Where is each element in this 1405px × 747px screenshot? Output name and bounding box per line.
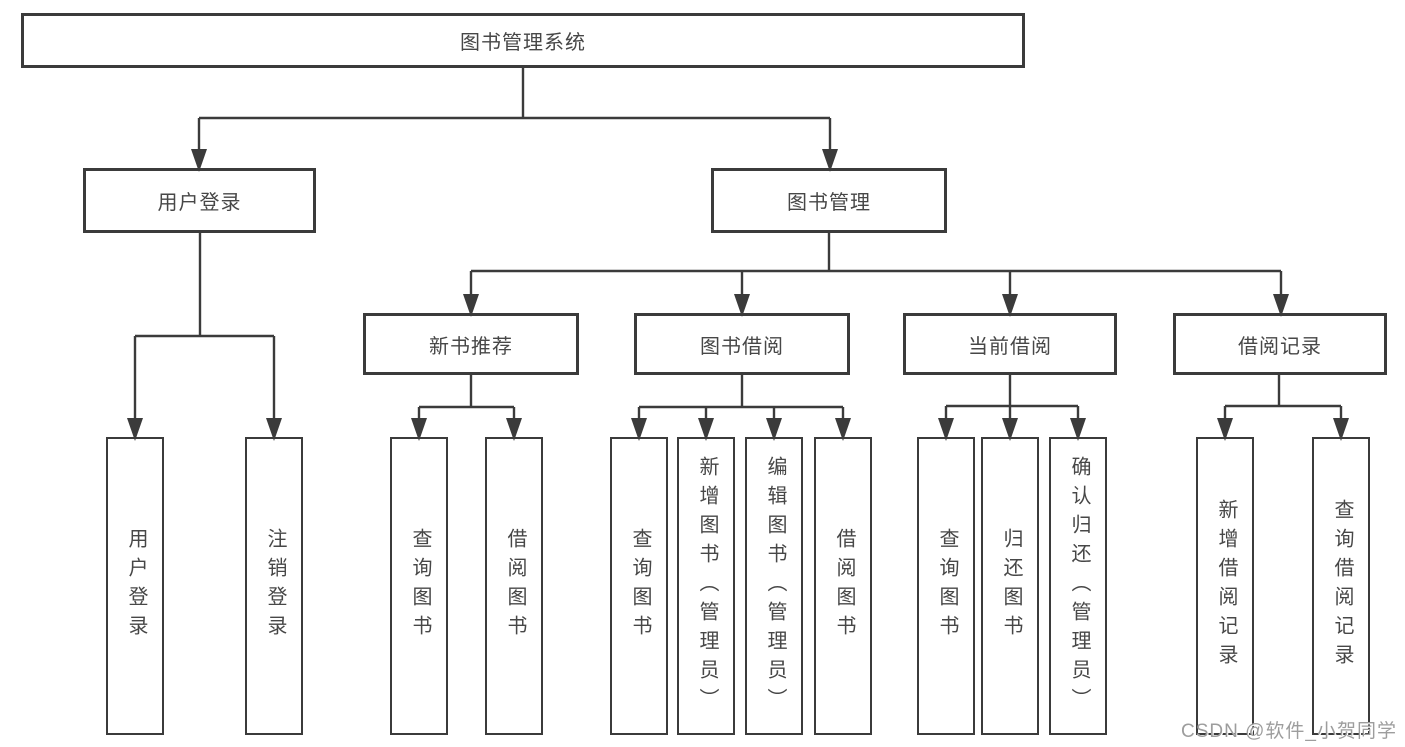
node-nbr-query-books: 查询图书 [390, 437, 448, 735]
node-current-borrowing: 当前借阅 [903, 313, 1117, 375]
node-br-query-record: 查询借阅记录 [1312, 437, 1370, 735]
node-bb-query-books: 查询图书 [610, 437, 668, 735]
node-bb-borrow-books: 借阅图书 [814, 437, 872, 735]
node-book-management: 图书管理 [711, 168, 947, 233]
node-cb-return-books: 归还图书 [981, 437, 1039, 735]
node-bb-add-books-admin: 新增图书（管理员） [677, 437, 735, 735]
node-bb-edit-books-admin: 编辑图书（管理员） [745, 437, 803, 735]
node-cb-query-books: 查询图书 [917, 437, 975, 735]
connector-new-book-recommend-children [417, 375, 516, 436]
connector-user-login-children [133, 233, 276, 436]
connector-root-to-level2 [197, 68, 832, 167]
node-cb-confirm-return-admin: 确认归还（管理员） [1049, 437, 1107, 735]
connector-current-borrowing-children [944, 375, 1080, 436]
node-br-add-record: 新增借阅记录 [1196, 437, 1254, 735]
node-login: 用户登录 [106, 437, 164, 735]
node-new-book-recommend: 新书推荐 [363, 313, 579, 375]
node-root-library-management-system: 图书管理系统 [21, 13, 1025, 68]
node-borrowing-records: 借阅记录 [1173, 313, 1387, 375]
node-logout: 注销登录 [245, 437, 303, 735]
node-book-borrowing: 图书借阅 [634, 313, 850, 375]
node-nbr-borrow-books: 借阅图书 [485, 437, 543, 735]
node-user-login: 用户登录 [83, 168, 316, 233]
connector-borrowing-records-children [1223, 375, 1343, 436]
csdn-watermark: CSDN @软件_小贺同学 [1181, 721, 1397, 742]
connector-book-borrowing-children [637, 375, 845, 436]
connector-book-management-children [469, 233, 1283, 312]
